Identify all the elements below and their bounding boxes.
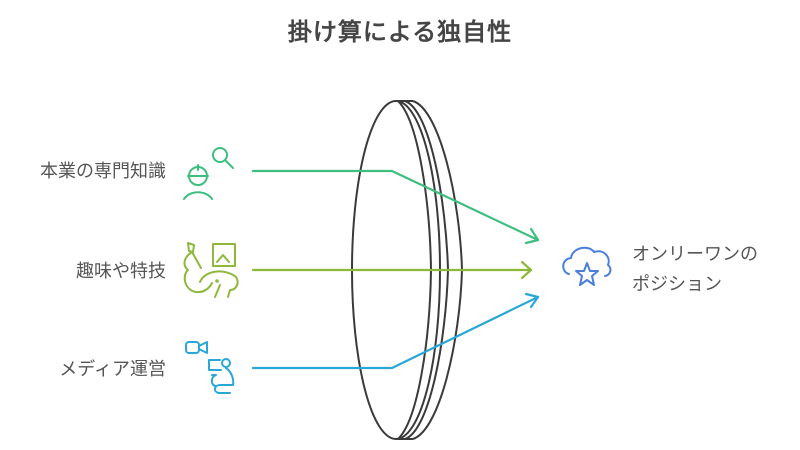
diagram-title: 掛け算による独自性 [287, 18, 513, 46]
cloud-star-icon [562, 246, 612, 286]
input-label-media: メディア運営 [59, 359, 166, 380]
output-label-line1: オンリーワンの [632, 244, 758, 265]
connector-hobby [251, 260, 533, 280]
output-label: オンリーワンの ポジション [632, 240, 758, 300]
input-label-hobby: 趣味や特技 [76, 261, 166, 282]
video-creator-icon [185, 341, 235, 394]
connector-media [251, 292, 540, 370]
engineer-search-icon [183, 147, 234, 200]
input-label-expertise: 本業の専門知識 [40, 161, 166, 182]
art-hobby-icon [183, 242, 239, 298]
output-label-line2: ポジション [632, 274, 722, 295]
connector-expertise [251, 169, 540, 245]
